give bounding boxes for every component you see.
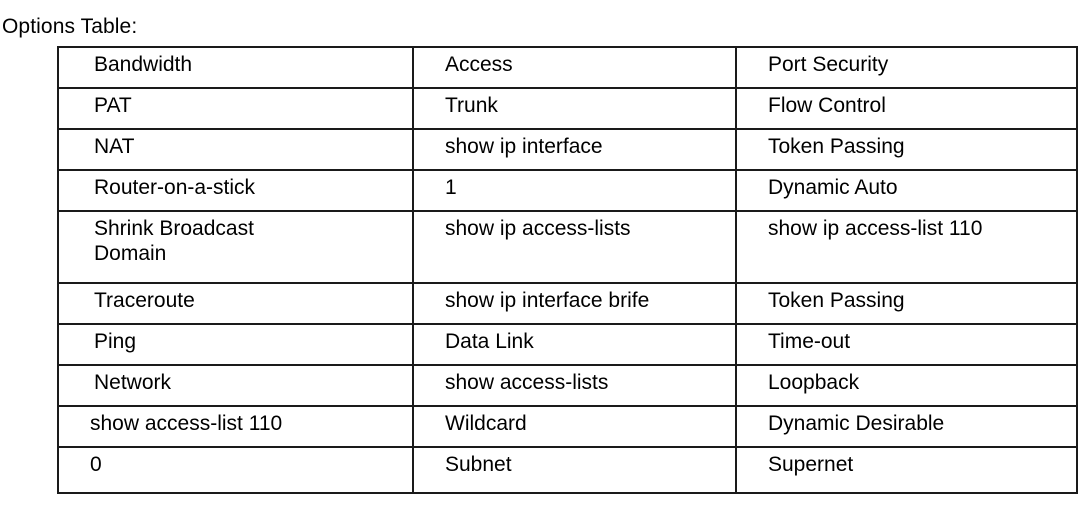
table-cell-option: Time-out xyxy=(735,323,1078,366)
table-row: Traceroute show ip interface brife Token… xyxy=(57,282,1078,325)
table-cell-option: 0 xyxy=(57,446,414,494)
cell-label: 0 xyxy=(90,453,102,476)
table-cell-option: Data Link xyxy=(412,323,737,366)
cell-label: Trunk xyxy=(445,94,498,117)
table-row: Shrink Broadcast Domain show ip access-l… xyxy=(57,210,1078,284)
cell-label: Subnet xyxy=(445,453,512,476)
table-cell-option: Dynamic Auto xyxy=(735,169,1078,212)
table-cell-option: Flow Control xyxy=(735,87,1078,130)
cell-label: Access xyxy=(445,53,513,76)
table-row: Bandwidth Access Port Security xyxy=(57,46,1078,89)
table-row: Router-on-a-stick 1 Dynamic Auto xyxy=(57,169,1078,212)
cell-label: show ip interface brife xyxy=(445,289,650,312)
cell-label: Network xyxy=(94,371,172,394)
table-row: Ping Data Link Time-out xyxy=(57,323,1078,366)
table-cell-option: Token Passing xyxy=(735,128,1078,171)
table-cell-option: 1 xyxy=(412,169,737,212)
table-row: 0 Subnet Supernet xyxy=(57,446,1078,494)
table-cell-option: NAT xyxy=(57,128,414,171)
table-cell-option: show access-list 110 xyxy=(57,405,414,448)
cell-label: show ip access-list 110 xyxy=(768,217,983,240)
table-cell-option: Access xyxy=(412,46,737,89)
table-cell-option: Loopback xyxy=(735,364,1078,407)
table-row: NAT show ip interface Token Passing xyxy=(57,128,1078,171)
table-cell-option: Network xyxy=(57,364,414,407)
table-cell-option: Dynamic Desirable xyxy=(735,405,1078,448)
table-cell-option: Token Passing xyxy=(735,282,1078,325)
table-cell-option: Traceroute xyxy=(57,282,414,325)
cell-label: Dynamic Auto xyxy=(768,176,898,199)
table-cell-option: Shrink Broadcast Domain xyxy=(57,210,414,284)
cell-label: Token Passing xyxy=(768,135,905,158)
page-title: Options Table: xyxy=(2,15,138,38)
table-row: PAT Trunk Flow Control xyxy=(57,87,1078,130)
cell-label: Supernet xyxy=(768,453,854,476)
cell-label: Loopback xyxy=(768,371,860,394)
cell-label: Dynamic Desirable xyxy=(768,412,945,435)
table-row: show access-list 110 Wildcard Dynamic De… xyxy=(57,405,1078,448)
cell-label: PAT xyxy=(94,94,132,117)
table-cell-option: Router-on-a-stick xyxy=(57,169,414,212)
options-table-body: Bandwidth Access Port Security PAT Trunk… xyxy=(57,46,1078,494)
table-cell-option: show ip access-list 110 xyxy=(735,210,1078,284)
cell-label: Data Link xyxy=(445,330,534,353)
cell-label: show access-list 110 xyxy=(90,412,283,435)
options-table: Bandwidth Access Port Security PAT Trunk… xyxy=(57,46,1078,494)
table-cell-option: show access-lists xyxy=(412,364,737,407)
cell-label: Shrink Broadcast Domain xyxy=(94,217,254,265)
table-cell-option: show ip interface xyxy=(412,128,737,171)
table-cell-option: Trunk xyxy=(412,87,737,130)
cell-label: Ping xyxy=(94,330,137,353)
table-cell-option: show ip interface brife xyxy=(412,282,737,325)
table-cell-option: Supernet xyxy=(735,446,1078,494)
cell-label: Wildcard xyxy=(445,412,527,435)
table-cell-option: PAT xyxy=(57,87,414,130)
cell-label: Router-on-a-stick xyxy=(94,176,256,199)
table-cell-option: Ping xyxy=(57,323,414,366)
cell-label: Port Security xyxy=(768,53,889,76)
cell-label: Token Passing xyxy=(768,289,905,312)
cell-label: Flow Control xyxy=(768,94,886,117)
cell-label: show ip access-lists xyxy=(445,217,631,240)
table-cell-option: Subnet xyxy=(412,446,737,494)
cell-label: NAT xyxy=(94,135,135,158)
cell-label: Bandwidth xyxy=(94,53,193,76)
cell-label: show ip interface xyxy=(445,135,603,158)
table-cell-option: Bandwidth xyxy=(57,46,414,89)
table-cell-option: Wildcard xyxy=(412,405,737,448)
table-row: Network show access-lists Loopback xyxy=(57,364,1078,407)
cell-label: Traceroute xyxy=(94,289,195,312)
cell-label: show access-lists xyxy=(445,371,609,394)
cell-label: 1 xyxy=(445,176,457,199)
table-cell-option: show ip access-lists xyxy=(412,210,737,284)
table-cell-option: Port Security xyxy=(735,46,1078,89)
cell-label: Time-out xyxy=(768,330,851,353)
